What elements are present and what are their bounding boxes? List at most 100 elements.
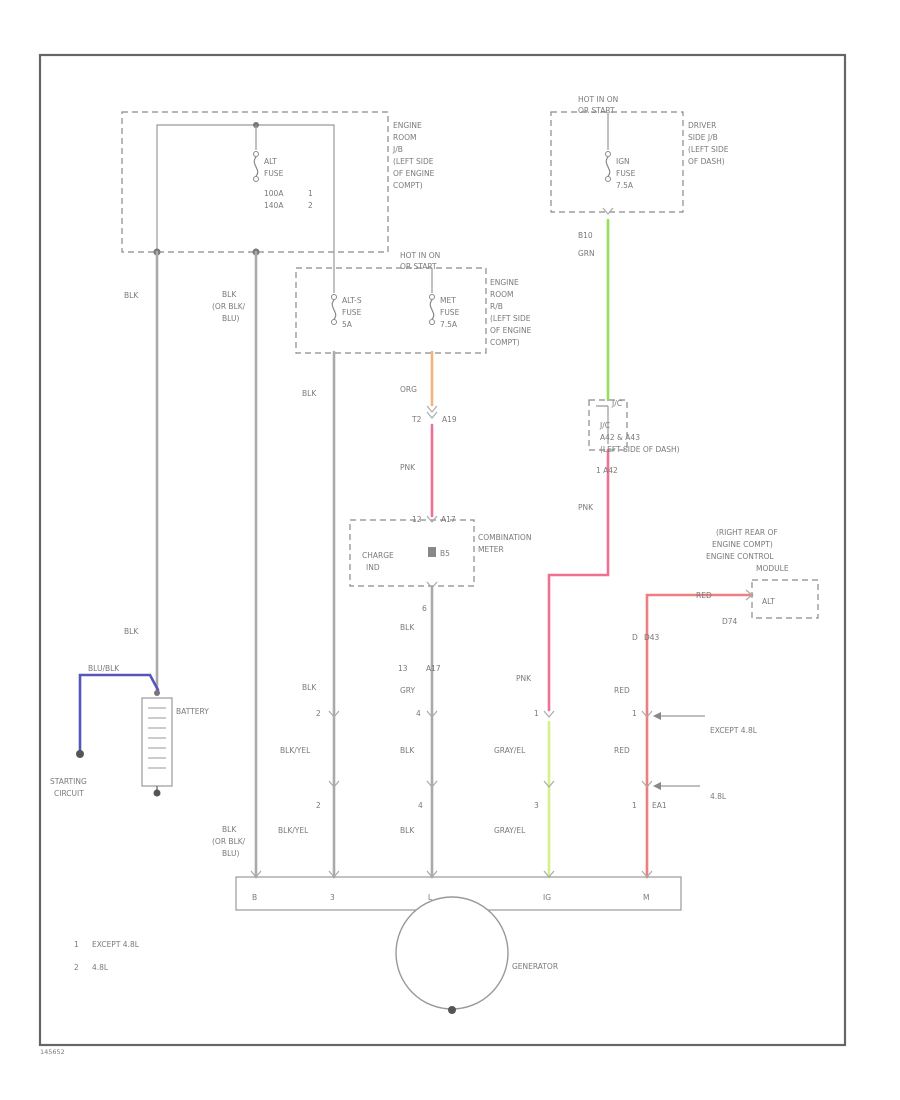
- fuse-box-3-label-1: SIDE J/B: [688, 133, 718, 142]
- conn-ea1: EA1: [652, 801, 667, 810]
- ign-fuse-label-2: 7.5A: [616, 181, 634, 190]
- label-w-blk-alt-1: (OR BLK/: [212, 302, 246, 311]
- generator-label: GENERATOR: [512, 962, 558, 971]
- starting-circuit-label-1: CIRCUIT: [54, 789, 84, 798]
- only-48l-arrow-icon: [653, 782, 661, 790]
- fuse-box-3-label-0: DRIVER: [688, 121, 716, 130]
- alt-fuse-note-1: 1: [308, 189, 313, 198]
- fuse-box-2-label-2: R/B: [490, 302, 503, 311]
- wire-red: [645, 593, 754, 879]
- fuse-box-1-label-4: OF ENGINE: [393, 169, 435, 178]
- conn-jc-desc-1: A42 & A43: [600, 433, 640, 442]
- label-w-pnk-1: PNK: [400, 463, 416, 472]
- label-w-gry-yel-1: GRAY/EL: [494, 746, 526, 755]
- conn-a17: A17: [441, 515, 456, 524]
- combination-meter-box: [349, 519, 475, 587]
- fuse-icon: [605, 151, 611, 182]
- battery-icon: [141, 697, 173, 787]
- label-w-blk-alts: BLK: [302, 389, 317, 398]
- gen-pin-l: L: [428, 893, 433, 902]
- label-w-pnk-3: PNK: [516, 674, 532, 683]
- conn-12: 12: [412, 515, 422, 524]
- ecm-box: [751, 579, 819, 619]
- fuse-box-3-label-2: (LEFT SIDE: [688, 145, 729, 154]
- fuse-box-2-label-4: OF ENGINE: [490, 326, 532, 335]
- conn-jc-desc-0: J/C: [599, 421, 610, 430]
- fuse-box-2-label-1: ROOM: [490, 290, 514, 299]
- diagram-frame: [38, 53, 847, 1047]
- only-48l-label: 4.8L: [710, 792, 727, 801]
- fuse-icon: [253, 151, 259, 182]
- fuse-icon: [429, 294, 435, 325]
- wire-blu-blk: [78, 673, 160, 754]
- fuse-box-1-label-2: J/B: [392, 145, 403, 154]
- conn-6: 6: [422, 604, 427, 613]
- alts-fuse-label-0: ALT-S: [342, 296, 362, 305]
- conn-d43: D43: [644, 633, 660, 642]
- charge-ind-label-1: IND: [366, 563, 380, 572]
- fuse-box-2-label-5: COMPT): [490, 338, 520, 347]
- starting-circuit-label-0: STARTING: [50, 777, 87, 786]
- ign-fuse-label-1: FUSE: [616, 169, 636, 178]
- combination-meter-label-1: METER: [478, 545, 504, 554]
- conn-4a: 4: [416, 709, 421, 718]
- alt-fuse-label-2: 100A: [264, 189, 284, 198]
- fuse-box-2-label-0: ENGINE: [490, 278, 519, 287]
- conn-a17b: A17: [426, 664, 441, 673]
- conn-2a: 2: [316, 709, 321, 718]
- jb-bus-bar: [156, 124, 335, 268]
- ecm-pin: ALT: [762, 597, 775, 606]
- fuse-box-3: [550, 111, 684, 213]
- label-w-blk-alt-2: BLU): [222, 314, 239, 323]
- alt-fuse-label-0: ALT: [264, 157, 277, 166]
- label-w-byg: B10: [578, 231, 593, 240]
- label-w-red-3: RED: [614, 746, 630, 755]
- legend-text-1: EXCEPT 4.8L: [92, 940, 140, 949]
- connector-icon: [602, 207, 614, 215]
- label-w-blk-left: BLK: [124, 291, 139, 300]
- connector-icon: [426, 581, 438, 589]
- label-w-blk-lower: BLK: [302, 683, 317, 692]
- combination-meter-label-0: COMBINATION: [478, 533, 531, 542]
- connector-icon: [250, 870, 653, 878]
- alt-fuse-label-3: 140A: [264, 201, 284, 210]
- label-w-blk-alt-0: BLK: [222, 290, 237, 299]
- legend-num-2: 2: [74, 963, 79, 972]
- label-w-gry: GRY: [400, 686, 416, 695]
- label-w-blu-blk: BLU/BLK: [88, 664, 120, 673]
- label-w-red-1: RED: [614, 686, 630, 695]
- conn-jc: J/C: [611, 399, 622, 408]
- conn-a42: 1 A42: [596, 466, 618, 475]
- fuse-box-1-label-5: COMPT): [393, 181, 423, 190]
- fuse-box-1-label-3: (LEFT SIDE: [393, 157, 434, 166]
- wire-pnk-ig: [547, 448, 610, 712]
- hot-run-start-2-1: OR START: [578, 106, 615, 115]
- ground-icon: [153, 786, 161, 797]
- ecm-label-2: ENGINE CONTROL: [706, 552, 775, 561]
- charge-indicator-icon: [428, 547, 436, 557]
- ecm-label-3: MODULE: [756, 564, 789, 573]
- label-w-pnk-2: PNK: [578, 503, 594, 512]
- connector-icon: [328, 780, 653, 788]
- ecm-pin-no: D74: [722, 617, 738, 626]
- footer-code: 145652: [40, 1048, 65, 1056]
- label-w-blk-mid: BLK: [400, 623, 415, 632]
- met-fuse-label-0: MET: [440, 296, 456, 305]
- battery-label: BATTERY: [176, 707, 209, 716]
- except-48l-label: EXCEPT 4.8L: [710, 726, 758, 735]
- ecm-label-1: ENGINE COMPT): [712, 540, 773, 549]
- generator-icon: [395, 896, 509, 1010]
- starting-circuit-terminal-icon: [76, 750, 84, 758]
- connector-icon: [328, 710, 653, 718]
- except-48l-arrow-icon: [653, 712, 661, 720]
- conn-1b: 1: [632, 709, 637, 718]
- fuse-box-1-label-1: ROOM: [393, 133, 417, 142]
- label-w-gry-yel-2: GRAY/EL: [494, 826, 526, 835]
- label-w-blk-yel-2: BLK/YEL: [278, 826, 309, 835]
- ecm-label-0: (RIGHT REAR OF: [716, 528, 778, 537]
- conn-1c: 1: [632, 801, 637, 810]
- gen-pin-3: 3: [330, 893, 335, 902]
- label-w-blk-bottom-0: BLK: [222, 825, 237, 834]
- legend-text-2: 4.8L: [92, 963, 109, 972]
